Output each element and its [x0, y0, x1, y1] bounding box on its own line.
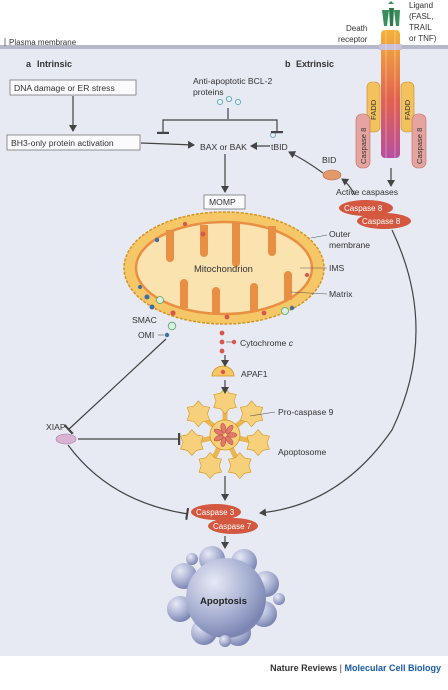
apoptosome-label: Apoptosome: [278, 447, 326, 457]
inhibition-xiap-to-caspase3: [67, 444, 190, 520]
outer-membrane-label-line1: Outer: [329, 229, 351, 239]
fadd-left-label: FADD: [369, 99, 378, 120]
fadd-right: FADD: [400, 81, 415, 133]
apoptotic-cell: [167, 546, 285, 647]
arrow-bid-to-tbid: [288, 151, 324, 174]
bh3-label: BH3-only protein activation: [11, 138, 114, 148]
footer-journal: Nature Reviews: [270, 663, 338, 673]
caspase7-label: Caspase 7: [213, 522, 252, 531]
arrow-caspase8-to-bid: [341, 178, 356, 196]
plasma-membrane-label: Plasma membrane: [9, 38, 77, 47]
dna-damage-box: [9, 79, 137, 96]
ligand-label-line1: Ligand: [409, 1, 433, 10]
caspase8-right-label: Caspase 8: [415, 128, 424, 164]
pro-caspase9-unit: [226, 432, 238, 438]
fadd-right-label: FADD: [403, 99, 412, 120]
caspase8-right-vertical: Caspase 8: [411, 113, 427, 169]
extrinsic-letter: b: [285, 59, 291, 69]
active-caspases-label: Active caspases: [336, 187, 398, 197]
active-caspase8-a: Caspase 8: [339, 200, 393, 216]
momp-box: [203, 194, 246, 210]
active-caspase8-a-label: Caspase 8: [344, 204, 383, 213]
apaf1-monomer: [213, 387, 237, 415]
bh3-box: [6, 134, 141, 151]
apoptosome-complex: [180, 387, 270, 480]
momp-label: MOMP: [209, 197, 236, 207]
omi-icon: [164, 332, 170, 338]
ligand-label-line4: or TNF): [409, 34, 437, 43]
tbid-icon: [269, 131, 276, 138]
pro-caspase9-label: Pro-caspase 9: [278, 407, 334, 417]
apaf1-monomer: [246, 429, 270, 457]
pro-caspase9-unit: [220, 423, 227, 434]
ligand-label-line2: (FASL,: [409, 12, 433, 21]
caspase3-label: Caspase 3: [196, 508, 235, 517]
bax-bak-label: BAX or BAK: [200, 142, 247, 152]
cytochrome-c-particles: [219, 330, 225, 354]
pro-caspase9-unit: [225, 425, 234, 434]
cytochrome-c-label: Cytochrome c: [240, 338, 294, 348]
dna-damage-label: DNA damage or ER stress: [14, 83, 115, 93]
extrinsic-heading: Extrinsic: [296, 59, 334, 69]
apaf1-monomer: [186, 400, 211, 428]
omi-label: OMI: [138, 330, 154, 340]
apaf1-monomer: [180, 429, 204, 457]
pathway-arrows: [63, 96, 417, 549]
death-receptor: [379, 30, 402, 158]
inhibition-bcl2-bracket: [157, 119, 283, 134]
active-caspase8-b-label: Caspase 8: [362, 217, 401, 226]
smac-icon: [167, 321, 177, 331]
apaf1-monomer: [198, 452, 222, 480]
death-receptor-label-line1: Death: [346, 24, 367, 33]
cytochrome-c-label-text: Cytochrome: [240, 338, 289, 348]
ims-label: IMS: [329, 263, 345, 273]
active-caspase8-b: Caspase 8: [357, 213, 411, 229]
anti-apoptotic-label-line2: proteins: [193, 87, 224, 97]
pro-caspase9-unit: [225, 436, 234, 445]
footer-separator: |: [337, 663, 345, 673]
arrow-bh3-to-bax: [140, 140, 195, 149]
ligand-icon: [382, 1, 400, 26]
xiap-icon: [55, 433, 77, 445]
caspase7: Caspase 7: [208, 518, 258, 534]
intrinsic-letter: a: [26, 59, 32, 69]
cytochrome-c-icon: [231, 339, 237, 345]
inhibition-smac-to-xiap: [63, 338, 167, 435]
bid-label: BID: [322, 155, 336, 165]
death-receptor-label-line2: receptor: [338, 35, 368, 44]
caspase8-left-label: Caspase 8: [359, 128, 368, 164]
caspase8-left-vertical: Caspase 8: [355, 113, 371, 169]
apaf1-label: APAF1: [241, 369, 268, 379]
apaf1-monomer: [228, 452, 252, 480]
apoptosis-label: Apoptosis: [200, 596, 247, 607]
bcl2-proteins-icon: [216, 96, 241, 106]
ligand-label-line3: TRAIL: [409, 23, 432, 32]
caspase3: Caspase 3: [191, 504, 241, 520]
cytochrome-c-label-italic: c: [289, 338, 294, 348]
outer-membrane-label-line2: membrane: [329, 240, 370, 250]
tbid-label: tBID: [271, 142, 288, 152]
footer-credit: Nature Reviews | Molecular Cell Biology: [0, 663, 441, 673]
footer-section: Molecular Cell Biology: [344, 663, 441, 673]
apaf1-monomer: [239, 400, 264, 428]
pro-caspase9-unit: [213, 428, 224, 436]
smac-label: SMAC: [132, 315, 157, 325]
bid-icon: [322, 169, 342, 181]
pro-caspase9-unit: [213, 434, 224, 442]
xiap-label: XIAP: [46, 422, 66, 432]
intrinsic-heading: Intrinsic: [37, 59, 72, 69]
plasma-membrane: [0, 45, 448, 49]
anti-apoptotic-label-line1: Anti-apoptotic BCL-2: [193, 76, 273, 86]
arrow-caspase8-to-caspase3: [259, 229, 417, 517]
pro-caspase9-unit: [220, 436, 227, 447]
mitochondrion-label: Mitochondrion: [194, 263, 253, 274]
matrix-label: Matrix: [329, 289, 353, 299]
